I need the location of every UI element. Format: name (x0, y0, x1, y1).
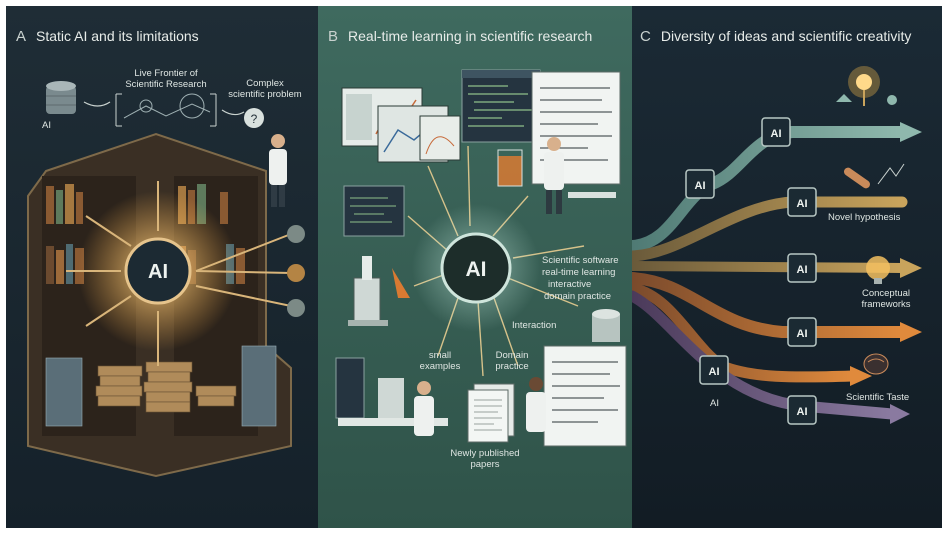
ai-chip: AI (787, 187, 817, 217)
panel-b-heading: B Real-time learning in scientific resear… (328, 28, 592, 45)
ai-chip: AI (685, 169, 715, 199)
chart-monitors-icon (341, 87, 461, 163)
ai-chip: AI (787, 395, 817, 425)
panel-b-illustration: AI (335, 69, 627, 447)
svg-text:AI: AI (797, 264, 808, 276)
svg-text:AI: AI (797, 406, 808, 418)
panel-c-illustration: AI AI AI AI AI (632, 66, 922, 425)
label-interactive: interactive (548, 279, 592, 290)
svg-text:AI: AI (709, 366, 720, 378)
panel-c-letter: C (640, 28, 651, 45)
label-domain-practice: domain practice (544, 291, 612, 302)
frontier-network-icon (115, 93, 217, 127)
label-real-time-learning: real-time learning (542, 267, 616, 278)
panel-c-heading: C Diversity of ideas and scientific creat… (640, 28, 911, 45)
panel-b-letter: B (328, 28, 339, 45)
label-conceptual-frameworks: Conceptual frameworks (861, 288, 911, 310)
flask-icon (392, 268, 410, 298)
microscope-icon (348, 256, 388, 326)
label-newly-published: Newly published papers (450, 448, 520, 470)
ai-chip: AI (787, 317, 817, 347)
svg-text:AI: AI (797, 328, 808, 340)
panel-b: B Real-time learning in scientific resear… (318, 6, 632, 528)
papers-icon (467, 383, 515, 443)
code-window-icon (343, 185, 405, 237)
svg-text:AI: AI (695, 180, 706, 192)
scientist-figure (269, 134, 287, 207)
label-ai: AI (710, 398, 719, 409)
panel-a: A Static AI and its limitations (6, 6, 318, 528)
panel-a-title: Static AI and its limitations (36, 28, 199, 44)
ai-brain-node: AI (124, 237, 192, 305)
ai-chip-nodes: AI AI AI AI AI (685, 117, 817, 425)
label-interaction: Interaction (512, 320, 557, 331)
panel-c: C Diversity of ideas and scientific creat… (632, 6, 942, 528)
bulb-icon (866, 256, 890, 284)
panel-a-heading: A Static AI and its limitations (16, 28, 199, 45)
label-novel-hypothesis: Novel hypothesis (828, 212, 901, 223)
svg-text:AI: AI (771, 128, 782, 140)
ai-core-text: AI (148, 261, 168, 283)
circuit-lines (66, 181, 292, 366)
code-window-icon (461, 69, 541, 143)
panel-c-title: Diversity of ideas and scientific creati… (660, 28, 912, 44)
question-icon: ? (244, 108, 264, 128)
label-complex-problem: Complex scientific problem (228, 78, 302, 100)
label-ai-small: AI (42, 120, 51, 131)
ai-chip: AI (761, 117, 791, 147)
ai-brain-node: AI (440, 232, 512, 304)
lightbulb-icon (836, 66, 897, 106)
svg-text:?: ? (251, 112, 258, 126)
lab-scene-bottom (335, 357, 448, 436)
arrow-icon (221, 109, 245, 116)
brain-icon (863, 353, 889, 375)
database-icon (592, 309, 620, 342)
database-icon (46, 81, 76, 114)
lab-bench (568, 192, 616, 198)
whiteboard-bottom (526, 345, 627, 447)
whiteboard-top (531, 71, 621, 185)
output-arrows (287, 225, 305, 317)
scientist-figure (544, 137, 564, 214)
beaker-icon (497, 149, 523, 187)
label-scientific-taste: Scientific Taste (846, 392, 910, 403)
label-scientific-software: Scientific software (542, 255, 619, 266)
arrow-icon (83, 101, 111, 107)
ai-chip: AI (787, 253, 817, 283)
svg-text:AI: AI (797, 198, 808, 210)
ai-chip: AI (699, 355, 729, 385)
label-domain-practice-2: Domain practice (495, 350, 529, 372)
ai-core-text: AI (466, 258, 487, 281)
hypothesis-icon (843, 163, 905, 189)
panel-a-illustration: ? (27, 81, 305, 478)
arrowheads (850, 122, 922, 424)
panel-a-letter: A (16, 28, 27, 45)
label-frontier: Live Frontier of Scientific Research (125, 68, 207, 90)
panel-b-title: Real-time learning in scientific researc… (348, 28, 593, 44)
label-small-examples: small examples (419, 350, 461, 372)
